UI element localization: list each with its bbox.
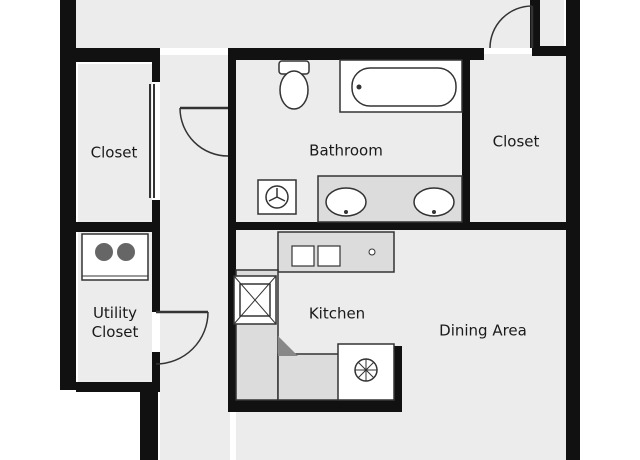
kitchen-label: Kitchen bbox=[308, 304, 366, 323]
dishwasher-icon bbox=[278, 336, 298, 356]
wall-outer-left bbox=[60, 0, 76, 390]
counter-fixture-icon bbox=[368, 248, 376, 256]
wall-top-inner-left bbox=[76, 48, 160, 62]
wall-outer-right bbox=[566, 0, 580, 460]
kitchen-sink-icon bbox=[291, 245, 341, 267]
wall-utility-bottom bbox=[76, 382, 160, 392]
wall-closet-left-right-lower bbox=[152, 200, 160, 312]
closet-left-floor bbox=[78, 64, 152, 222]
wall-kitchen-right bbox=[394, 346, 402, 412]
toilet-icon bbox=[278, 60, 310, 110]
wall-top-inner-mid bbox=[228, 48, 484, 60]
fan-icon bbox=[257, 179, 297, 215]
wall-bath-left bbox=[228, 48, 236, 222]
closet-right-floor bbox=[470, 54, 566, 222]
wall-mid-horizontal bbox=[228, 222, 566, 230]
bathroom-label: Bathroom bbox=[309, 141, 383, 160]
wall-kitchen-left bbox=[228, 230, 236, 410]
stove-icon bbox=[337, 343, 395, 401]
sliding-door-closet-left bbox=[149, 84, 155, 198]
wall-lower-left bbox=[140, 390, 158, 460]
sink-right-icon bbox=[413, 187, 455, 217]
closet-left-label: Closet bbox=[90, 143, 138, 162]
bathtub-icon bbox=[339, 59, 463, 113]
dining-area-label: Dining Area bbox=[439, 321, 527, 340]
utility-closet-label-line1: Utility bbox=[92, 304, 138, 322]
utility-closet-label: Utility Closet bbox=[92, 304, 139, 342]
vanity-icon bbox=[317, 175, 463, 223]
door-bathroom bbox=[179, 106, 229, 157]
wall-utility-right-lower bbox=[152, 352, 160, 392]
utility-closet-label-line2: Closet bbox=[91, 323, 139, 341]
walls bbox=[60, 0, 580, 460]
door-closet-right bbox=[489, 5, 534, 49]
sink-left-icon bbox=[325, 187, 367, 217]
wall-bath-right bbox=[462, 56, 470, 222]
wall-kitchen-bottom bbox=[228, 400, 402, 412]
washer-dryer-icon bbox=[81, 233, 149, 281]
wall-utility-top bbox=[76, 222, 160, 232]
refrigerator-icon bbox=[233, 275, 277, 325]
wall-top-inner-right bbox=[532, 46, 566, 56]
hallway-floor bbox=[160, 55, 230, 460]
wall-closet-left-right-upper bbox=[152, 60, 160, 82]
wall-right-return bbox=[530, 0, 540, 48]
closet-right-label: Closet bbox=[492, 132, 540, 151]
top-corridor-floor bbox=[76, 0, 564, 48]
door-utility-closet bbox=[155, 310, 209, 365]
doors bbox=[149, 5, 534, 365]
